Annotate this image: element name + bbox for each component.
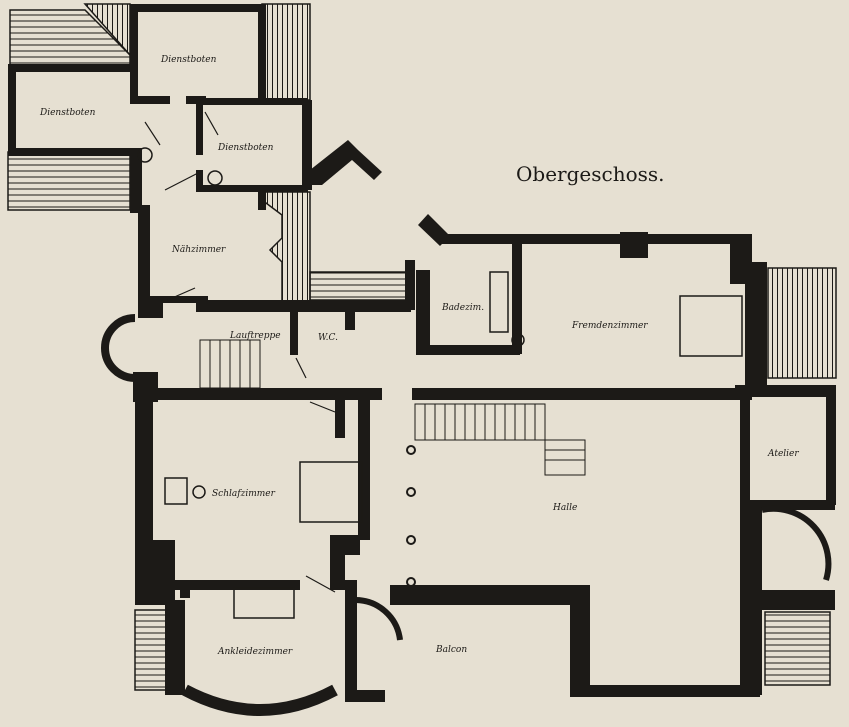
room-label-badezimmer: Badezim. xyxy=(441,303,484,313)
spiral-stair-curve xyxy=(355,597,403,641)
room-label-wc: W.C. xyxy=(318,333,338,343)
bay-window xyxy=(182,684,338,716)
room-label-dienstboten-2: Dienstboten xyxy=(39,108,96,118)
room-label-dienstboten-3: Dienstboten xyxy=(217,143,274,153)
room-label-schlafzimmer: Schlafzimmer xyxy=(212,489,276,499)
roof-hatching xyxy=(7,3,837,691)
room-label-balcon: Balcon xyxy=(435,645,467,655)
room-label-naehzimmer: Nähzimmer xyxy=(171,245,226,255)
interior-walls xyxy=(130,96,752,640)
furniture xyxy=(137,147,743,619)
room-label-halle: Halle xyxy=(552,503,577,513)
room-label-lauftreppe: Lauftreppe xyxy=(229,331,281,341)
stair-bay xyxy=(101,314,136,382)
plan-title: Obergeschoss. xyxy=(516,162,665,186)
lauftreppe-steps xyxy=(199,339,261,389)
hall-columns xyxy=(406,445,416,587)
hall-stair xyxy=(414,403,586,476)
chimney xyxy=(310,140,382,185)
room-label-ankleidezimmer: Ankleidezimmer xyxy=(217,647,293,657)
exterior-walls xyxy=(8,4,836,702)
room-label-atelier: Atelier xyxy=(767,449,799,459)
atelier-spiral xyxy=(761,505,832,581)
room-label-dienstboten-1: Dienstboten xyxy=(160,55,217,65)
room-label-fremdenzimmer: Fremdenzimmer xyxy=(571,321,648,331)
door-swings xyxy=(144,111,336,593)
